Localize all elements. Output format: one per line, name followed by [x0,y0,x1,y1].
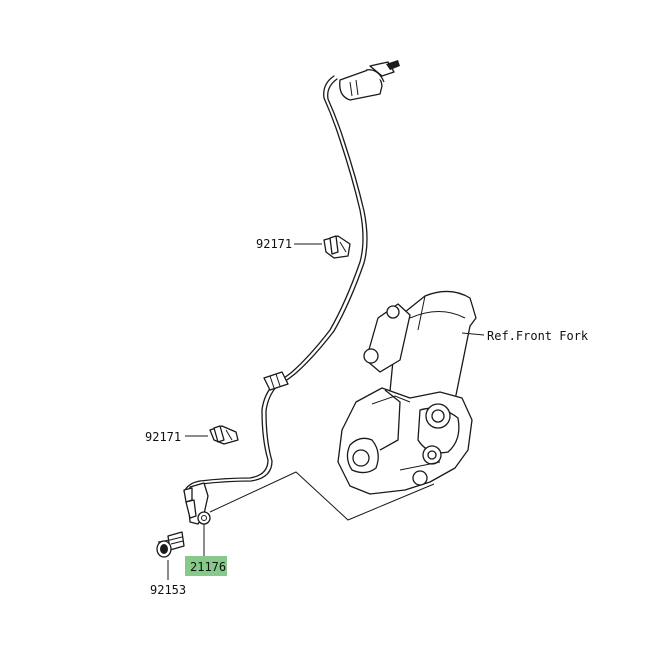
label-21176: 21176 [190,560,226,574]
connector-illustration [339,60,400,101]
cable-clip-lower-illustration [209,425,239,445]
mounting-leader-line [209,471,435,521]
sensor-cable [183,75,368,495]
label-92153: 92153 [150,583,186,597]
label-92171-upper: 92171 [256,237,292,251]
label-ref-front-fork: Ref.Front Fork [487,329,589,343]
front-fork-illustration [337,290,485,495]
cable-clip-upper-illustration [323,235,351,259]
bolt-illustration [156,531,185,558]
speed-sensor-illustration [183,482,211,525]
cable-grommet-illustration [263,371,289,391]
label-92171-lower: 92171 [145,430,181,444]
part-number-highlight [185,556,227,576]
